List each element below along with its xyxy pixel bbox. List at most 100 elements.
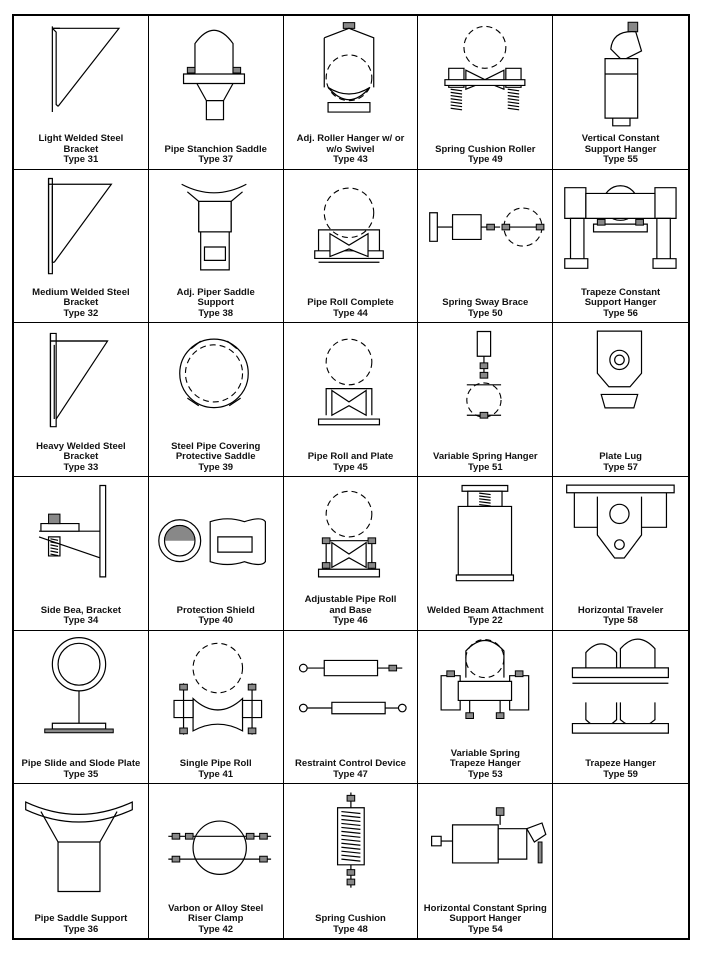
caption-line: Type 39 [198, 461, 234, 473]
caption-line: Type 53 [467, 768, 503, 780]
caption-line: Horizontal Constant Spring [423, 902, 547, 914]
caption-line: Type 49 [467, 154, 503, 166]
caption-line: Trapeze Constant [581, 286, 661, 298]
caption-line: Type 47 [333, 768, 368, 780]
caption-line: Adj. Piper Saddle [176, 286, 255, 298]
pipe-stanchion-saddle-icon [155, 20, 277, 128]
adjustable-pipe-roll-base-icon [290, 481, 412, 589]
caption-line: Trapeze Hanger [585, 758, 656, 770]
caption-line: Type 41 [198, 768, 234, 780]
caption-line: Bracket [63, 297, 99, 309]
caption-line: Variable Spring Hanger [433, 451, 538, 462]
light-bracket-icon [20, 20, 142, 128]
protection-shield-icon [155, 481, 277, 589]
caption-line: Type 57 [603, 461, 638, 473]
caption-line: Single Pipe Roll [179, 758, 252, 770]
caption-line: Light Welded Steel [38, 133, 124, 145]
caption-line: Type 38 [198, 307, 234, 319]
caption-line: Type 58 [603, 615, 638, 627]
pipe-saddle-support-icon [20, 788, 142, 896]
caption-line: Type 22 [467, 615, 503, 627]
caption-line: Type 56 [603, 307, 638, 319]
adj-piper-saddle-icon [155, 174, 277, 282]
trapeze-hanger-icon [559, 635, 682, 743]
medium-bracket-icon [20, 174, 142, 282]
caption-line: Type 34 [63, 615, 99, 627]
horizontal-constant-hanger-icon [424, 788, 546, 896]
caption-line: Variable Spring [450, 747, 520, 759]
variable-spring-hanger-icon [424, 327, 546, 435]
caption-line: Restraint Control Device [295, 758, 406, 770]
caption-line: Protection Shield [176, 604, 255, 616]
caption-line: Support Hanger [584, 143, 657, 155]
caption-line: Spring Sway Brace [442, 297, 529, 309]
caption-line: Type 35 [63, 768, 99, 780]
caption-line: Type 33 [63, 461, 99, 473]
riser-clamp-icon [155, 788, 277, 896]
caption-line: Type 59 [603, 768, 638, 780]
spring-sway-brace-icon [424, 174, 546, 282]
caption-line: Type 54 [467, 923, 503, 935]
caption-line: Pipe Saddle Support [34, 913, 128, 924]
caption-line: and Base [329, 604, 372, 616]
vertical-constant-hanger-icon [559, 20, 682, 128]
caption-line: Bracket [63, 451, 99, 462]
caption-line: w/o Swivel [326, 143, 375, 155]
caption-line: Trapeze Hanger [449, 758, 521, 770]
caption-line: Type 40 [198, 615, 234, 627]
caption-line: Type 31 [63, 154, 99, 166]
pipe-roll-complete-icon [290, 174, 412, 282]
caption-line: Type 42 [198, 923, 234, 935]
caption-line: Pipe Roll and Plate [307, 451, 394, 462]
caption-line: Type 36 [63, 923, 99, 935]
caption-line: Type 48 [333, 923, 368, 935]
caption-line: Support Hanger [449, 913, 522, 924]
caption-line: Horizontal Traveler [577, 604, 664, 616]
side-bracket-icon [20, 481, 142, 589]
caption-line: Type 51 [467, 461, 503, 473]
protective-saddle-icon [155, 327, 277, 435]
caption-line: Plate Lug [599, 451, 642, 462]
